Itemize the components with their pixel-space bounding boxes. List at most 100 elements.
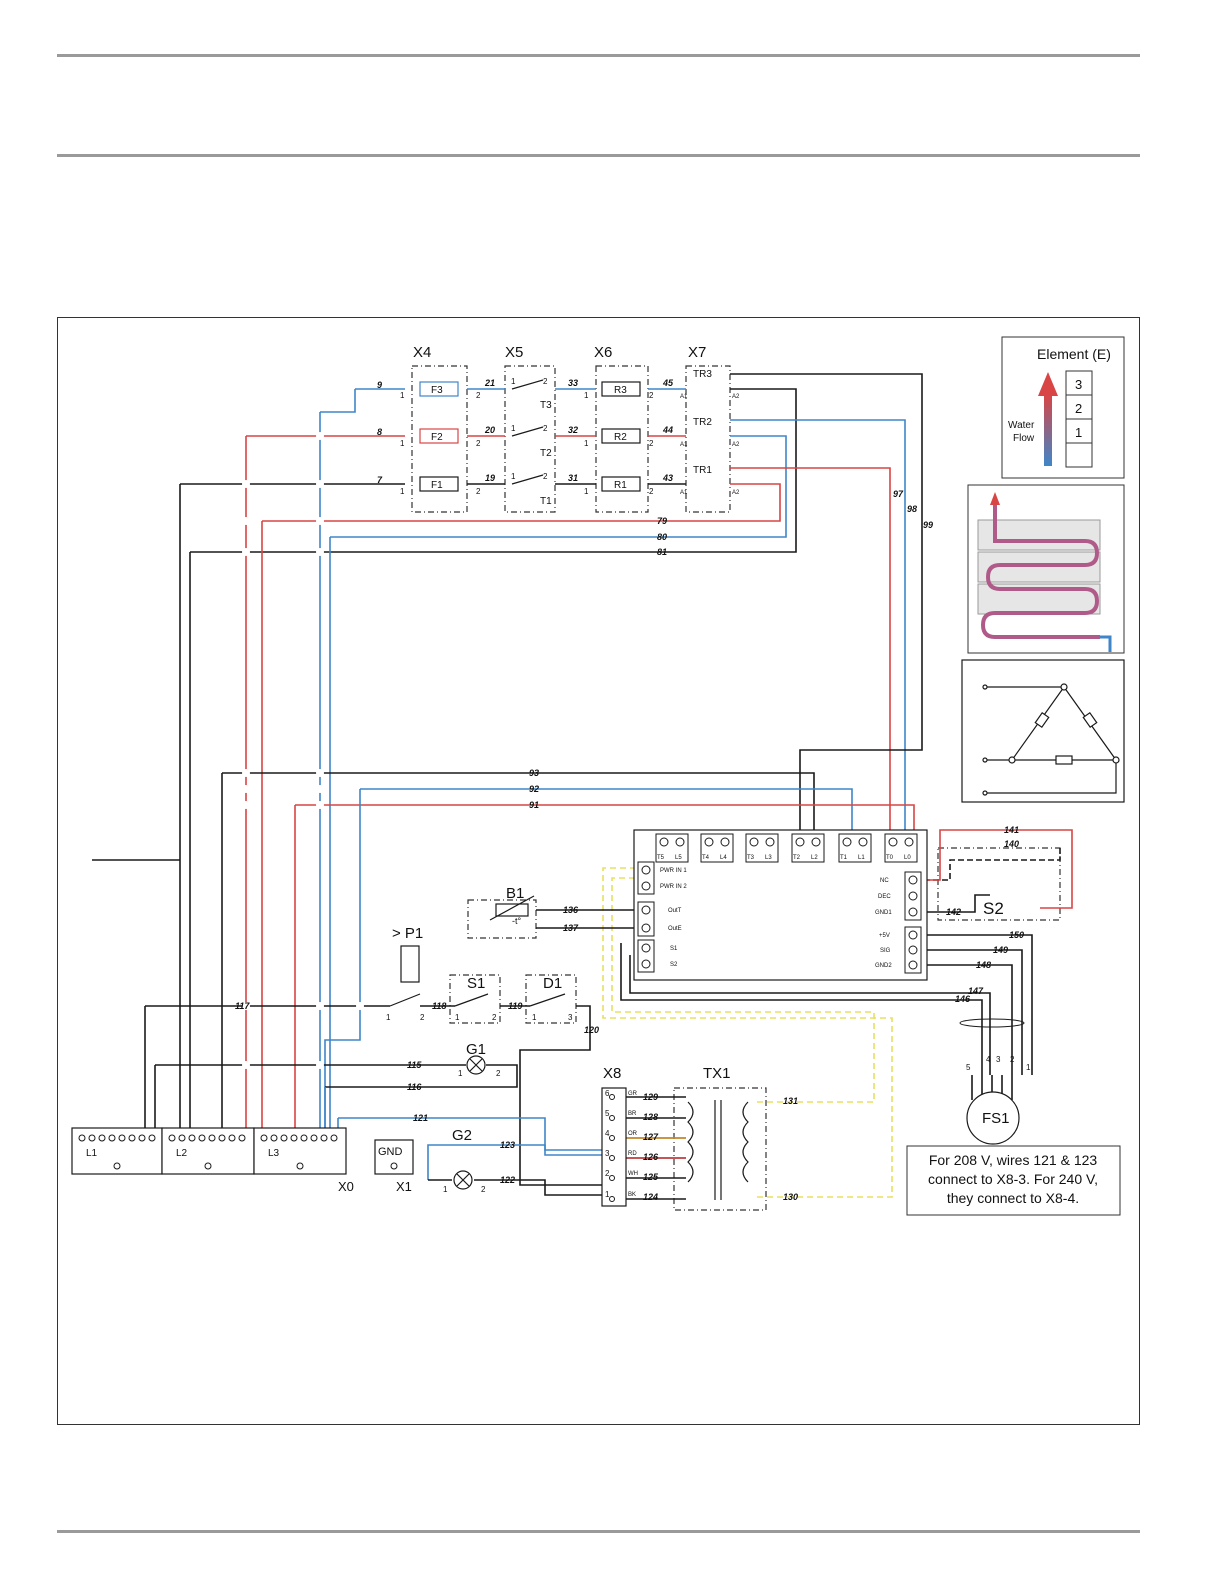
a1-terminal-label: T0	[886, 855, 894, 861]
g1-label: G1	[466, 1041, 486, 1058]
pin: 1	[511, 377, 516, 386]
r2-label: R2	[614, 432, 627, 443]
pin: 2	[543, 472, 548, 481]
x8-terminal-label: BK	[628, 1192, 636, 1198]
wire-number: 97	[893, 489, 904, 499]
f3-label: F3	[431, 385, 443, 396]
l1-label: L1	[86, 1148, 98, 1159]
fuse-f3	[419, 381, 459, 397]
tr1-label: TR1	[693, 465, 712, 476]
tx1-label: TX1	[703, 1065, 731, 1082]
wire-number: 116	[407, 1082, 422, 1092]
wire-number: 21	[484, 378, 495, 388]
pin: 2	[492, 1013, 497, 1022]
pin: 3	[605, 1149, 610, 1158]
pin: 1	[400, 487, 405, 496]
pin: 2	[1010, 1055, 1015, 1064]
x4-label: X4	[413, 344, 431, 361]
a1-terminal-label: PWR IN 2	[660, 884, 687, 890]
wire-number: 80	[657, 532, 667, 542]
legend-title: Element (E)	[1037, 346, 1111, 362]
a1-terminal-label: L5	[675, 855, 682, 861]
s1-label: S1	[467, 975, 485, 992]
x7-label: X7	[688, 344, 706, 361]
wire-number: 33	[568, 378, 578, 388]
r1-label: R1	[614, 480, 627, 491]
d1-box	[525, 974, 577, 1024]
x8-terminal-label: WH	[628, 1171, 638, 1177]
pin: 5	[966, 1063, 971, 1072]
voltage-note: For 208 V, wires 121 & 123 connect to X8…	[906, 1145, 1121, 1216]
wire-number: 19	[485, 473, 495, 483]
wire-number: 128	[643, 1112, 658, 1122]
wire-number: 125	[643, 1172, 659, 1182]
delta-connection-schematic	[961, 659, 1125, 803]
pin: 3	[996, 1055, 1001, 1064]
a1-terminal-label: L1	[858, 855, 865, 861]
header-rule-bottom	[57, 154, 1140, 157]
wire-number: 120	[584, 1025, 599, 1035]
wire-number: 81	[657, 547, 667, 557]
pin: 1	[511, 424, 516, 433]
wire-number: 8	[377, 427, 382, 437]
pressure-switch-p1	[400, 945, 420, 983]
wire-number: 32	[568, 425, 578, 435]
fuse-f1	[419, 476, 459, 492]
x6-label: X6	[594, 344, 612, 361]
wire-number: 91	[529, 800, 539, 810]
legend-element: 3	[1075, 377, 1082, 392]
pin: 1	[605, 1190, 610, 1199]
a1-terminal-label: S2	[670, 962, 678, 968]
a1-terminal-label: L3	[765, 855, 772, 861]
r3-label: R3	[614, 385, 627, 396]
pin: 1	[455, 1013, 460, 1022]
a1-terminal-label: OutE	[668, 926, 682, 932]
d1-label: D1	[543, 975, 562, 992]
wire-number: 99	[923, 520, 933, 530]
wire-number: 129	[643, 1092, 658, 1102]
wire-number: 79	[657, 516, 667, 526]
pin: 2	[496, 1069, 501, 1078]
a1-terminal-label: L0	[904, 855, 911, 861]
pin: 2	[476, 487, 481, 496]
resistor-r2	[601, 428, 641, 444]
wire-number: 9	[377, 380, 382, 390]
x0-label: X0	[338, 1179, 354, 1194]
a1-terminal-label: OutT	[668, 908, 682, 914]
x8-terminal-label: RD	[628, 1151, 637, 1157]
x8-terminal-label: BR	[628, 1111, 637, 1117]
pin: A2	[732, 442, 740, 448]
g2-label: G2	[452, 1127, 472, 1144]
wire-number: 44	[662, 425, 673, 435]
wire-number: 149	[993, 945, 1008, 955]
wire-number: 20	[484, 425, 495, 435]
wires	[92, 373, 1073, 1200]
p1-label: > P1	[392, 925, 423, 942]
l3-label: L3	[268, 1148, 280, 1159]
note-line: For 208 V, wires 121 & 123	[929, 1152, 1098, 1168]
pin: A2	[732, 394, 740, 400]
wire-number: 150	[1009, 930, 1024, 940]
wire-number: 142	[946, 907, 961, 917]
a1-terminal-label: DEC	[878, 894, 891, 900]
a1-terminal-label: T5	[657, 855, 665, 861]
pin: 2	[481, 1185, 486, 1194]
wire-number: 115	[407, 1060, 422, 1070]
wire-number: 118	[432, 1001, 446, 1011]
x5-label: X5	[505, 344, 523, 361]
a1-terminal-label: T2	[793, 855, 801, 861]
water-flow-label: Water Flow	[1008, 420, 1037, 444]
a1-terminal-label: PWR IN 1	[660, 868, 687, 874]
pin: A1	[680, 490, 688, 496]
a1-terminal-label: S1	[670, 946, 678, 952]
pin: 1	[511, 472, 516, 481]
note-line: they connect to X8-4.	[947, 1190, 1079, 1206]
pin: 1	[584, 391, 589, 400]
fuse-f2	[419, 428, 459, 444]
pin: 2	[476, 391, 481, 400]
pin: 6	[605, 1089, 610, 1098]
legend-element: 2	[1075, 401, 1082, 416]
controller-a1	[633, 829, 928, 981]
resistor-r3	[601, 381, 641, 397]
